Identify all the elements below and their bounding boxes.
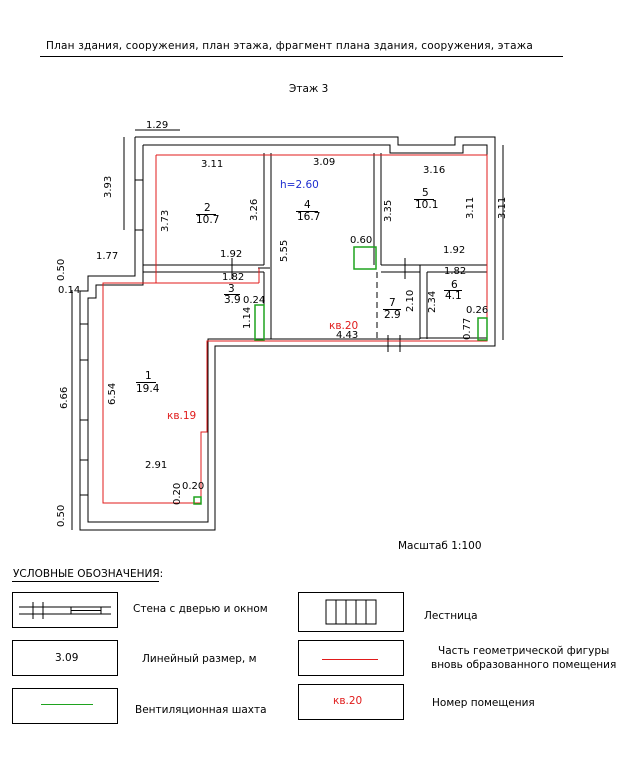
dimension-lines — [71, 129, 504, 530]
dim-label: 3.16 — [423, 165, 446, 176]
dim-label: 6.66 — [59, 386, 70, 409]
legend-dimension-label: Линейный размер, м — [142, 653, 257, 665]
legend-apartment-label: Номер помещения — [432, 697, 535, 709]
ceiling-height-label: h=2.60 — [280, 179, 319, 191]
dim-label: 0.77 — [462, 317, 473, 340]
dim-label: 3.73 — [160, 209, 171, 232]
room-2-area: 10.7 — [196, 214, 220, 226]
room-5-area: 10.1 — [415, 199, 439, 211]
legend-title-underline — [12, 581, 159, 582]
dim-label: 0.20 — [172, 482, 183, 505]
title-underline — [40, 56, 563, 57]
legend-title: УСЛОВНЫЕ ОБОЗНАЧЕНИЯ: — [13, 568, 164, 580]
dim-label: 2.91 — [145, 460, 168, 471]
dim-label: 3.93 — [103, 175, 114, 198]
legend-wall-sample — [12, 592, 118, 628]
room-5-num: 5 — [422, 187, 429, 199]
dim-label: 6.54 — [107, 382, 118, 405]
dim-label: 3.26 — [249, 198, 260, 221]
room-4-underline — [296, 211, 318, 212]
dim-label: 0.50 — [56, 258, 67, 281]
legend-vent-label: Вентиляционная шахта — [135, 704, 267, 716]
dim-label: 0.50 — [56, 504, 67, 527]
ventilation-shafts — [193, 246, 488, 505]
page-title: План здания, сооружения, план этажа, фра… — [46, 40, 534, 52]
room-4-area: 16.7 — [297, 211, 321, 223]
dim-label: 0.24 — [243, 295, 266, 306]
dim-label: 0.14 — [58, 285, 81, 296]
wall-door-window-icon — [19, 602, 111, 619]
room-6-area: 4.1 — [445, 290, 462, 302]
dim-label: 2.34 — [427, 290, 438, 313]
legend-wall-label: Стена с дверью и окном — [133, 603, 268, 615]
dim-label: 0.20 — [182, 481, 205, 492]
room-1-area: 19.4 — [136, 383, 160, 395]
apartment-20-label: кв.20 — [329, 320, 359, 332]
dim-label: 3.11 — [497, 196, 508, 219]
room-3-num: 3 — [228, 283, 235, 295]
apartment-outlines — [102, 154, 488, 504]
dim-label: 1.82 — [222, 272, 245, 283]
room-7-num: 7 — [389, 297, 396, 309]
room-6-underline — [444, 290, 462, 291]
legend-stairs-label: Лестница — [424, 610, 478, 622]
dim-label: 1.29 — [146, 120, 169, 131]
dim-label: 4.43 — [336, 330, 359, 341]
legend-dimension-sample: 3.09 — [12, 640, 118, 676]
dim-label: 1.92 — [443, 245, 466, 256]
room-7-underline — [383, 309, 401, 310]
dim-label: 0.60 — [350, 235, 373, 246]
room-1-num: 1 — [145, 370, 152, 382]
legend-green-line — [41, 704, 93, 705]
dim-label: 0.26 — [466, 305, 489, 316]
legend-vent-sample — [12, 688, 118, 724]
room-3-area: 3.9 — [224, 294, 241, 306]
legend-outline-label-1: Часть геометрической фигуры — [438, 645, 610, 657]
outer-walls — [79, 136, 496, 531]
dim-label: 1.77 — [96, 251, 119, 262]
scale-label: Масштаб 1:100 — [398, 540, 482, 552]
legend-stairs-sample — [298, 592, 404, 632]
room-2-num: 2 — [204, 202, 211, 214]
legend-outline-sample — [298, 640, 404, 676]
room-5-underline — [414, 199, 434, 200]
stairs-icon — [325, 599, 377, 625]
room-7-area: 2.9 — [384, 309, 401, 321]
room-3-underline — [224, 294, 240, 295]
legend-dimension-value: 3.09 — [55, 652, 79, 664]
legend-apartment-sample: кв.20 — [298, 684, 404, 720]
floor-label: Этаж 3 — [289, 83, 329, 95]
dim-label: 5.55 — [279, 239, 290, 262]
apartment-19-label: кв.19 — [167, 410, 197, 422]
legend-apartment-value: кв.20 — [333, 695, 363, 707]
dim-label: 3.11 — [465, 196, 476, 219]
dim-label: 3.11 — [201, 159, 224, 170]
room-1-underline — [136, 382, 156, 383]
dim-label: 1.92 — [220, 249, 243, 260]
dim-label: 1.14 — [242, 306, 253, 329]
room-4-num: 4 — [304, 199, 311, 211]
dim-label: 3.09 — [313, 157, 336, 168]
dim-label: 2.10 — [405, 289, 416, 312]
room-2-underline — [196, 214, 216, 215]
dim-label: 3.35 — [383, 199, 394, 222]
legend-outline-label-2: вновь образованного помещения — [431, 659, 617, 671]
dim-label: 1.82 — [444, 266, 467, 277]
room-6-num: 6 — [451, 279, 458, 291]
legend-red-line — [322, 659, 378, 660]
